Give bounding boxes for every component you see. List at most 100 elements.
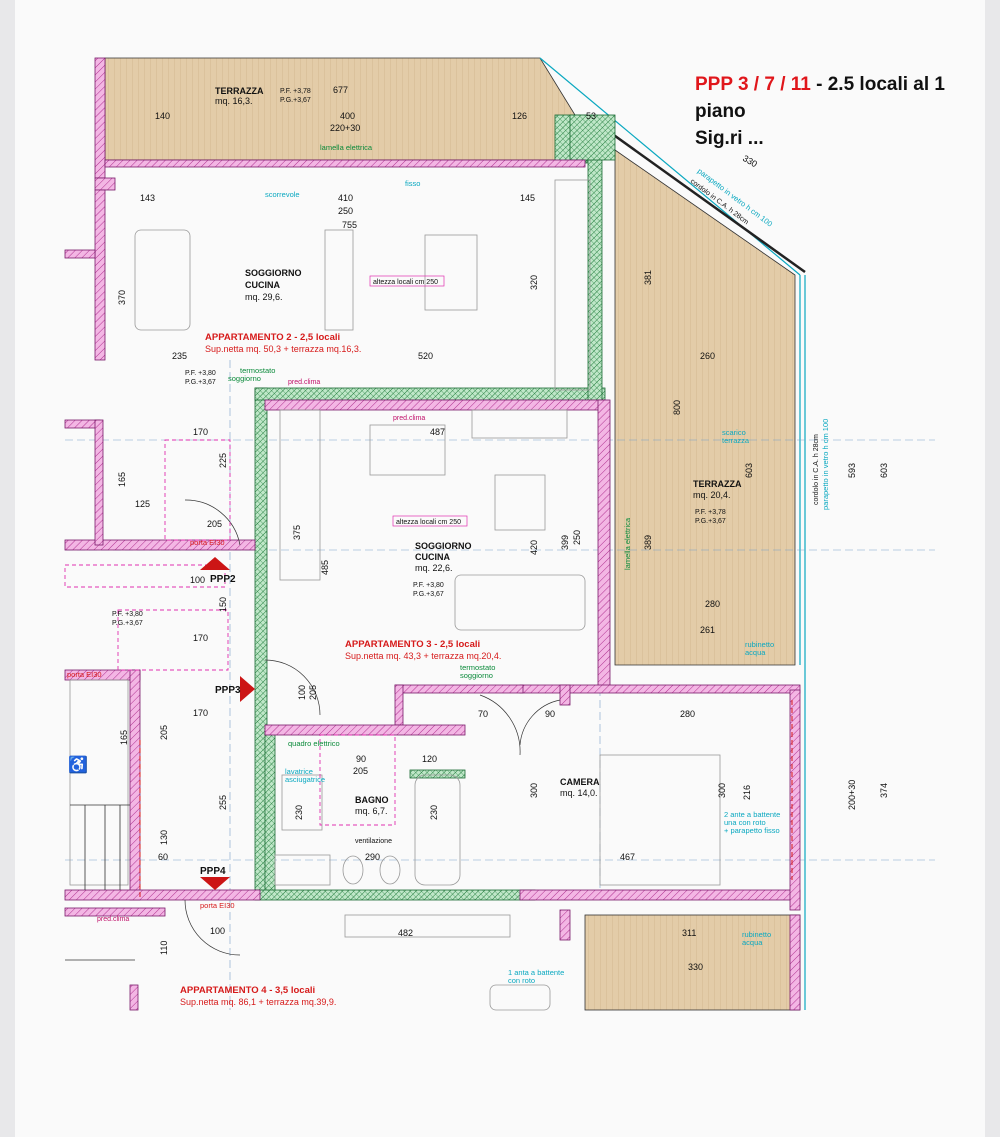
acqua-2: acqua [742,938,763,947]
dim-90-a: 90 [545,709,555,719]
room-cucina3: CUCINA [415,552,450,562]
dim-330-b: 330 [688,962,703,972]
dim-374: 374 [879,783,889,798]
dim-250-b: 250 [572,530,582,545]
dim-120: 120 [422,754,437,764]
dim-261: 261 [700,625,715,635]
apt3-title: APPARTAMENTO 3 - 2,5 locali [345,639,480,650]
ventilazione: ventilazione [355,838,392,845]
level-pg-top: P.G.+3,67 [280,97,311,104]
porta-ei30-1: porta EI30 [190,538,225,547]
dim-60: 60 [158,852,168,862]
door-swings [184,499,561,956]
dim-205-c: 205 [159,725,169,740]
level-pg-apt4: P.G.+3,67 [112,620,143,627]
dim-70: 70 [478,709,488,719]
apt4-title: APPARTAMENTO 4 - 3,5 locali [180,985,315,996]
pred-clima-2: pred.clima [393,415,425,422]
level-pf-apt2: P.F. +3,80 [185,370,216,377]
quadro-elettrico: quadro elettrico [288,739,340,748]
level-pf-top: P.F. +3,78 [280,88,311,95]
fisso-top: fisso [405,179,420,188]
dimensions: 677 400 220+30 140 126 53 410 250 755 14… [117,85,889,972]
scarico: scarico [722,428,746,437]
dim-100-c: 100 [210,926,225,936]
stair-ppp4: PPP4 [200,866,226,877]
parapetto-vert: parapetto in vetro h cm 100 [821,419,830,510]
dim-485: 485 [320,560,330,575]
termostato-1: termostato [240,366,275,375]
room-camera: CAMERA [560,777,600,787]
red-dashed [139,700,793,900]
dim-603: 603 [744,463,754,478]
title-line: PPP 3 / 7 / 11 - 2.5 locali al 1 piano [695,72,995,126]
dim-200-30: 200+30 [847,780,857,810]
accessibility-icon: ♿ [68,755,88,774]
altezza-box-1 [369,275,445,287]
dim-126: 126 [512,111,527,121]
stair-ppp2: PPP2 [210,574,236,585]
level-pf-terr: P.F. +3,78 [695,509,726,516]
ppp2-arrow [200,557,230,570]
parapet-line [589,116,806,274]
scarico-terrazza: terrazza [722,436,750,445]
dim-320: 320 [529,275,539,290]
dim-110: 110 [159,941,169,955]
lamella-vert: lamella elettrica [623,517,632,570]
dim-100-b: 100 [297,685,307,700]
dim-300-a: 300 [529,783,539,798]
cordolo-vert: cordolo in C.A. h 28cm [813,434,820,505]
ppp4-arrow [200,877,230,890]
dim-400: 400 [340,111,355,121]
dim-375: 375 [292,525,302,540]
ppp3-arrow [240,676,255,702]
level-pg-apt3: P.G.+3,67 [413,591,444,598]
rubinetto-2: rubinetto [742,930,771,939]
dim-205-d: 205 [308,685,318,700]
acqua-1: acqua [745,648,766,657]
termostato-2: termostato [460,663,495,672]
plan-code: PPP 3 / 7 / 11 [695,74,811,95]
dim-603b: 603 [879,463,889,478]
dim-230-b: 230 [429,805,439,820]
title-block: PPP 3 / 7 / 11 - 2.5 locali al 1 piano S… [695,72,995,152]
room-terrazza-top: TERRAZZA [215,86,264,96]
dim-311: 311 [682,928,696,938]
apt2-title: APPARTAMENTO 2 - 2,5 locali [205,332,340,343]
room-soggiorno2-area: mq. 29,6. [245,292,283,302]
dim-165: 165 [117,472,127,487]
scorrevole-top: scorrevole [265,190,300,199]
rubinetto-1: rubinetto [745,640,774,649]
porta-ei30-3: porta EI30 [200,901,235,910]
dim-487: 487 [430,427,445,437]
dim-290: 290 [365,852,380,862]
room-soggiorno2: SOGGIORNO [245,268,302,278]
room-terrazza-right-area: mq. 20,4. [693,490,731,500]
apt4-sub: Sup.netta mq. 86,1 + terrazza mq.39,9. [180,997,336,1007]
dim-100-a: 100 [190,575,205,585]
dim-520: 520 [418,351,433,361]
dim-255: 255 [218,795,228,810]
room-terrazza-right: TERRAZZA [693,479,742,489]
room-soggiorno3: SOGGIORNO [415,541,472,551]
dim-150: 150 [218,597,228,612]
dim-235: 235 [172,351,187,361]
floor-plan-drawing: TERRAZZA mq. 16,3. SOGGIORNO CUCINA mq. … [64,57,935,1011]
level-pf-apt4: P.F. +3,80 [112,611,143,618]
floor-plan-sheet: PPP 3 / 7 / 11 - 2.5 locali al 1 piano S… [15,0,985,1137]
client-name: Sig.ri ... [695,128,764,149]
altezza-note-1: altezza locali cm 250 [373,279,438,286]
dim-389: 389 [643,535,653,550]
dim-399: 399 [560,535,570,550]
room-bagno-area: mq. 6,7. [355,806,388,816]
dim-381: 381 [643,270,653,285]
clima-zones [64,439,396,826]
anta-batt: 1 anta a battente [508,968,564,977]
dim-205-b: 205 [353,766,368,776]
dim-250: 250 [338,206,353,216]
ante-note-3: + parapetto fisso [724,826,780,835]
terrace-bottom [584,914,801,1011]
stair-ppp3: PPP3 [215,685,241,696]
dim-130: 130 [159,830,169,845]
